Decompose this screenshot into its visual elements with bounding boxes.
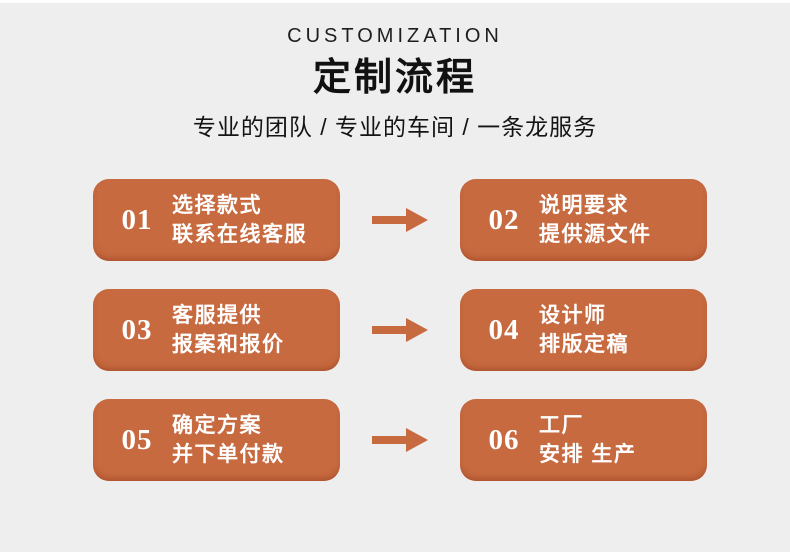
step-number: 06	[488, 423, 520, 456]
step-line1: 确定方案	[172, 414, 262, 437]
arrow-right-icon	[340, 318, 460, 342]
step-text: 确定方案 并下单付款	[172, 411, 285, 469]
flow-row: 05 确定方案 并下单付款 06 工厂 安排 生产	[0, 399, 790, 481]
step-number: 02	[488, 203, 520, 236]
step-card-03: 03 客服提供 报案和报价	[93, 289, 340, 371]
step-number: 05	[121, 423, 153, 456]
step-line2: 并下单付款	[172, 443, 285, 466]
flow-row: 03 客服提供 报案和报价 04 设计师 排版定稿	[0, 289, 790, 371]
step-line2: 安排 生产	[539, 443, 637, 466]
step-number: 01	[121, 203, 153, 236]
step-line1: 说明要求	[539, 194, 629, 217]
step-card-01: 01 选择款式 联系在线客服	[93, 179, 340, 261]
flow-row: 01 选择款式 联系在线客服 02 说明要求 提供源文件	[0, 179, 790, 261]
step-text: 设计师 排版定稿	[539, 301, 629, 359]
section-title: 定制流程	[312, 57, 477, 99]
arrow-right-icon	[340, 428, 460, 452]
step-card-06: 06 工厂 安排 生产	[460, 399, 707, 481]
section-header: CUSTOMIZATION 定制流程 专业的团队 / 专业的车间 / 一条龙服务	[0, 3, 790, 142]
process-flow: 01 选择款式 联系在线客服 02 说明要求 提供源文件	[0, 179, 790, 481]
step-line2: 提供源文件	[539, 223, 652, 246]
step-line1: 设计师	[539, 304, 607, 327]
section-eyebrow: CUSTOMIZATION	[287, 25, 503, 47]
step-card-05: 05 确定方案 并下单付款	[93, 399, 340, 481]
section-subtitle: 专业的团队 / 专业的车间 / 一条龙服务	[192, 114, 598, 140]
section-background: CUSTOMIZATION 定制流程 专业的团队 / 专业的车间 / 一条龙服务…	[0, 3, 790, 552]
step-line2: 联系在线客服	[172, 223, 307, 246]
step-text: 客服提供 报案和报价	[172, 301, 285, 359]
step-number: 04	[488, 313, 520, 346]
step-line1: 客服提供	[172, 304, 262, 327]
step-line2: 报案和报价	[172, 333, 285, 356]
step-text: 说明要求 提供源文件	[539, 191, 652, 249]
step-number: 03	[121, 313, 153, 346]
step-card-02: 02 说明要求 提供源文件	[460, 179, 707, 261]
step-line1: 选择款式	[172, 194, 262, 217]
arrow-right-icon	[340, 208, 460, 232]
step-card-04: 04 设计师 排版定稿	[460, 289, 707, 371]
step-line1: 工厂	[539, 414, 584, 437]
step-text: 工厂 安排 生产	[539, 411, 636, 469]
step-line2: 排版定稿	[539, 333, 629, 356]
step-text: 选择款式 联系在线客服	[172, 191, 307, 249]
